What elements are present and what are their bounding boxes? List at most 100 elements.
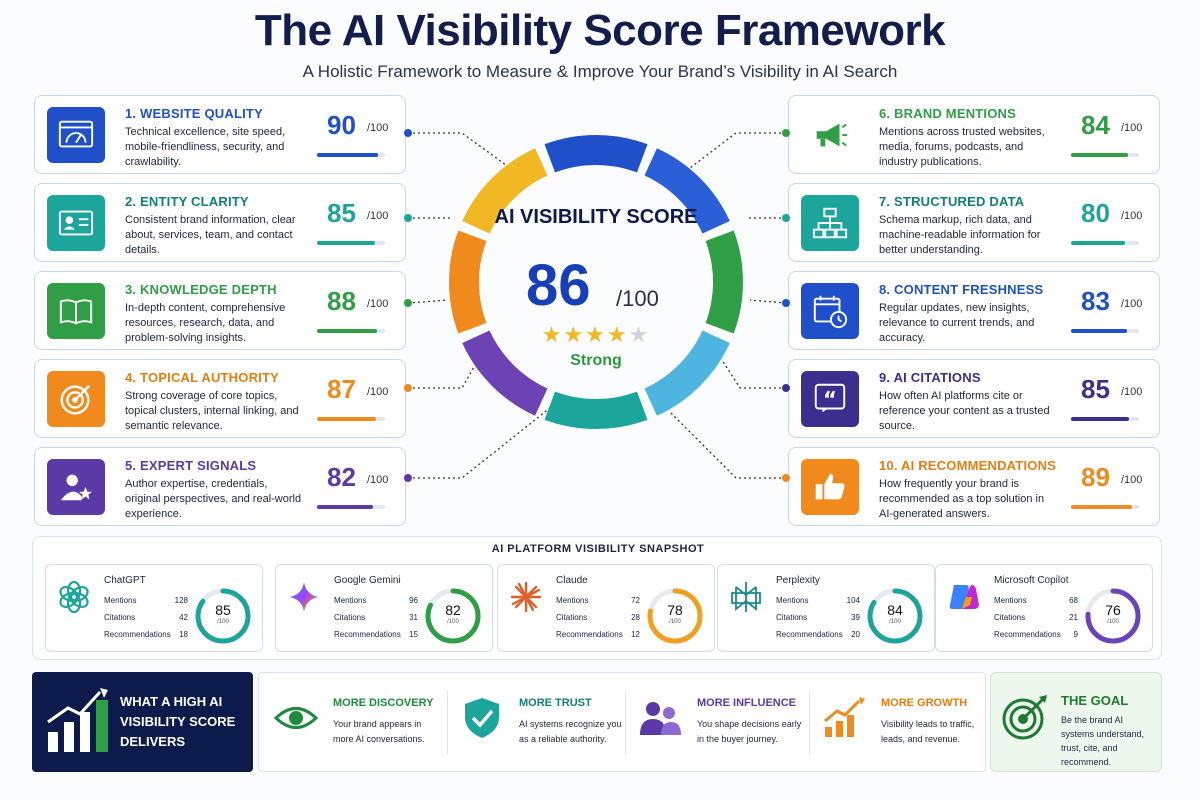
rating-label: Strong [570, 352, 622, 369]
stat-value: 9 [1073, 630, 1078, 639]
platform-name: Microsoft Copilot [994, 575, 1069, 586]
stat-mentions: Mentions 128 [104, 596, 188, 605]
stat-value: 128 [174, 596, 188, 605]
ring-score: 76 [1105, 602, 1121, 618]
divider [809, 691, 810, 755]
card-score-max: /100 [1121, 298, 1143, 310]
stat-label: Mentions [104, 596, 137, 605]
card-desc: Consistent brand information, clear abou… [125, 214, 296, 256]
gauge-segment [544, 391, 648, 429]
svg-text:“: “ [823, 388, 837, 412]
card-ai-recommendations: 10. AI RECOMMENDATIONS How frequently yo… [788, 447, 1160, 526]
stat-label: Citations [556, 613, 588, 622]
growth-bars-icon [47, 688, 108, 752]
card-desc: Mentions across trusted websites, media,… [879, 126, 1045, 168]
stat-label: Citations [334, 613, 366, 622]
benefit-growth: MORE GROWTH Visibility leads to traffic,… [821, 691, 1001, 761]
connector-dot [782, 214, 790, 222]
card-desc: Technical excellence, site speed, mobile… [125, 126, 286, 168]
stat-value: 28 [631, 613, 640, 622]
id-card-icon [47, 195, 105, 251]
card-structured-data: 7. STRUCTURED DATA Schema markup, rich d… [788, 183, 1160, 262]
star-filled-icon: ★ [585, 322, 607, 347]
speedometer-icon [47, 107, 105, 163]
stat-value: 104 [846, 596, 860, 605]
platform-snapshot: AI PLATFORM VISIBILITY SNAPSHOT ChatGPT … [32, 536, 1162, 660]
score-ring [425, 588, 481, 644]
score-bar [317, 153, 385, 157]
book-icon [47, 283, 105, 339]
gauge-segment [449, 230, 487, 334]
card-topical-authority: 4. TOPICAL AUTHORITY Strong coverage of … [34, 359, 406, 438]
sitemap-icon [801, 195, 859, 251]
chatgpt-icon [59, 580, 89, 614]
card-title: 9. AI CITATIONS [879, 370, 981, 385]
ring-score: 84 [887, 602, 903, 618]
score-ring [195, 588, 251, 644]
megaphone-icon [801, 107, 859, 163]
card-score-max: /100 [367, 386, 389, 398]
snapshot-title: AI PLATFORM VISIBILITY SNAPSHOT [491, 543, 705, 555]
eye-icon [273, 707, 319, 729]
stat-value: 18 [179, 630, 188, 639]
connector-dot [782, 384, 790, 392]
connector-dot [782, 299, 790, 307]
card-desc: How often AI platforms cite or reference… [879, 390, 1050, 432]
calendar-clock-icon [801, 283, 859, 339]
connector-dot [404, 214, 412, 222]
ring-score: 85 [215, 602, 231, 618]
stat-value: 42 [179, 613, 188, 622]
benefit-desc: AI systems recognize you as a reliable a… [519, 719, 622, 744]
card-desc: Regular updates, new insights, relevance… [879, 302, 1035, 344]
card-title: 7. STRUCTURED DATA [879, 194, 1025, 209]
card-score: 80 [1081, 198, 1110, 228]
stat-value: 68 [1069, 596, 1078, 605]
card-title: 3. KNOWLEDGE DEPTH [125, 282, 277, 297]
score-bar-fill [317, 505, 373, 509]
score-bar [1071, 505, 1139, 509]
perplexity-icon [731, 582, 761, 612]
card-score-max: /100 [367, 210, 389, 222]
star-filled-icon: ★ [606, 322, 629, 347]
score-bar [1071, 329, 1139, 333]
stat-label: Recommendations [994, 630, 1061, 639]
ring-score: 78 [667, 602, 683, 618]
benefit-title: MORE DISCOVERY [333, 697, 434, 709]
card-score-max: /100 [1121, 386, 1143, 398]
card-score-max: /100 [1121, 122, 1143, 134]
gauge-max: /100 [616, 286, 659, 311]
benefit-desc: Your brand appears in more AI conversati… [333, 719, 425, 744]
goal-panel: THE GOAL Be the brand AI systems underst… [990, 672, 1162, 772]
divider [447, 691, 448, 755]
ring-max: /100 [217, 619, 229, 625]
benefit-title: MORE TRUST [519, 697, 592, 709]
score-bar-fill [1071, 329, 1128, 333]
ring-progress [647, 588, 703, 644]
card-title: 2. ENTITY CLARITY [125, 194, 249, 209]
star-empty-icon: ★ [628, 322, 651, 347]
card-score: 83 [1081, 286, 1110, 316]
delivers-text: WHAT A HIGH AI VISIBILITY SCORE DELIVERS [120, 694, 236, 749]
card-desc: Schema markup, rich data, and machine-re… [879, 214, 1041, 256]
card-score-max: /100 [1121, 210, 1143, 222]
growth-chart-icon [824, 697, 865, 737]
thumbs-up-icon [801, 459, 859, 515]
score-bar [317, 505, 385, 509]
card-score: 82 [327, 462, 356, 492]
ring-progress [425, 588, 481, 644]
ring-max: /100 [447, 619, 459, 625]
gauge-segment [462, 148, 548, 234]
stat-value: 12 [631, 630, 640, 639]
score-bar [1071, 241, 1139, 245]
gauge-label: AI VISIBILITY SCORE [494, 206, 698, 228]
goal-title: THE GOAL [1061, 693, 1129, 708]
stat-label: Recommendations [776, 630, 843, 639]
score-ring [647, 588, 703, 644]
